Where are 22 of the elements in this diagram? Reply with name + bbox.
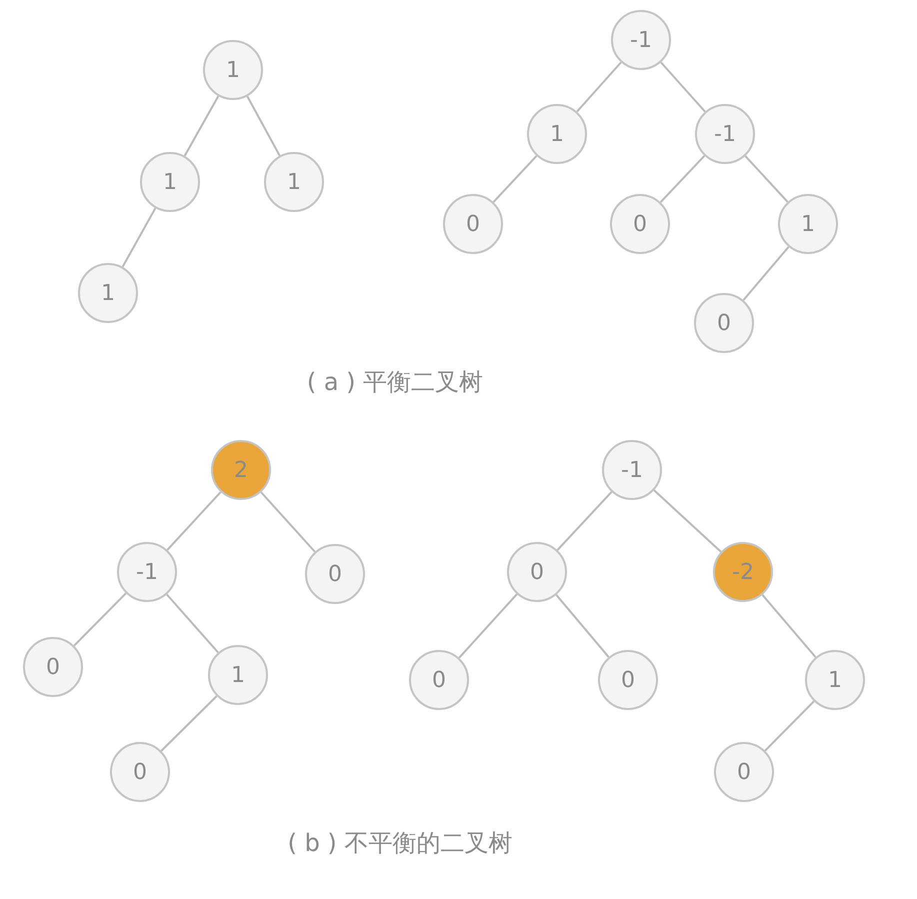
connector-line bbox=[246, 96, 281, 156]
connector-line bbox=[160, 695, 218, 752]
connector-line bbox=[576, 62, 622, 112]
connector-line bbox=[744, 155, 788, 203]
connector-line bbox=[556, 491, 612, 551]
connector-line bbox=[653, 490, 722, 552]
connector-line bbox=[742, 246, 790, 301]
connector-line bbox=[492, 155, 538, 203]
connector-line bbox=[166, 594, 219, 654]
connector-line bbox=[166, 491, 222, 551]
connector-line bbox=[458, 594, 518, 658]
caption-text: ( a ) 平衡二叉树 bbox=[306, 367, 484, 398]
connector-line bbox=[660, 62, 706, 112]
connector-line bbox=[762, 594, 816, 658]
connector-line bbox=[184, 96, 220, 156]
connector-line bbox=[122, 208, 156, 268]
connector-line bbox=[556, 594, 610, 658]
connector-line bbox=[660, 155, 706, 203]
connector-line bbox=[260, 492, 316, 552]
caption-text: ( b ) 不平衡的二叉树 bbox=[288, 828, 512, 859]
connector-line bbox=[764, 700, 815, 752]
connector-line bbox=[73, 592, 127, 646]
